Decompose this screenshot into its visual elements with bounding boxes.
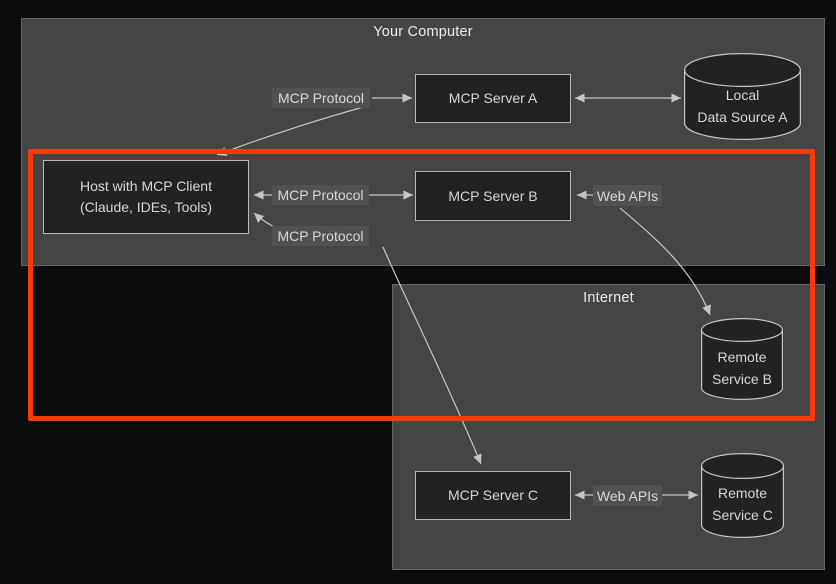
node-remote-service-b-line1: Remote	[717, 349, 767, 365]
node-mcp-server-a-label: MCP Server A	[448, 90, 538, 106]
node-remote-service-b-line2: Service B	[712, 371, 772, 387]
node-host: Host with MCP Client (Claude, IDEs, Tool…	[43, 160, 249, 234]
node-mcp-server-c-label: MCP Server C	[448, 487, 538, 503]
database-cylinder-icon	[701, 453, 784, 538]
node-remote-service-c-line2: Service C	[712, 507, 773, 523]
your-computer-group-title: Your Computer	[373, 24, 473, 40]
node-remote-service-c: Remote Service C	[701, 453, 784, 538]
internet-group-title: Internet	[583, 290, 634, 306]
node-mcp-server-b: MCP Server B	[415, 171, 571, 221]
node-host-line1: Host with MCP Client	[79, 178, 212, 194]
edge-label-mcp-protocol-a: MCP Protocol	[272, 88, 370, 108]
database-cylinder-icon	[701, 318, 783, 400]
node-mcp-server-b-label: MCP Server B	[448, 187, 538, 204]
node-remote-service-b: Remote Service B	[701, 318, 783, 400]
edge-label-web-apis-c: Web APIs	[593, 485, 662, 506]
node-local-data-source-a: Local Data Source A	[684, 53, 801, 140]
edge-label-mcp-protocol-b: MCP Protocol	[272, 185, 369, 205]
edge-label-mcp-protocol-c: MCP Protocol	[272, 226, 369, 246]
node-host-line2: (Claude, IDEs, Tools)	[79, 199, 212, 215]
node-mcp-server-a: MCP Server A	[415, 74, 571, 123]
database-cylinder-icon	[684, 53, 801, 140]
edge-label-web-apis-b: Web APIs	[593, 185, 662, 206]
node-local-data-source-a-line2: Data Source A	[697, 109, 788, 125]
node-mcp-server-c: MCP Server C	[415, 471, 571, 520]
node-remote-service-c-line1: Remote	[717, 485, 768, 501]
node-local-data-source-a-line1: Local	[725, 87, 760, 103]
